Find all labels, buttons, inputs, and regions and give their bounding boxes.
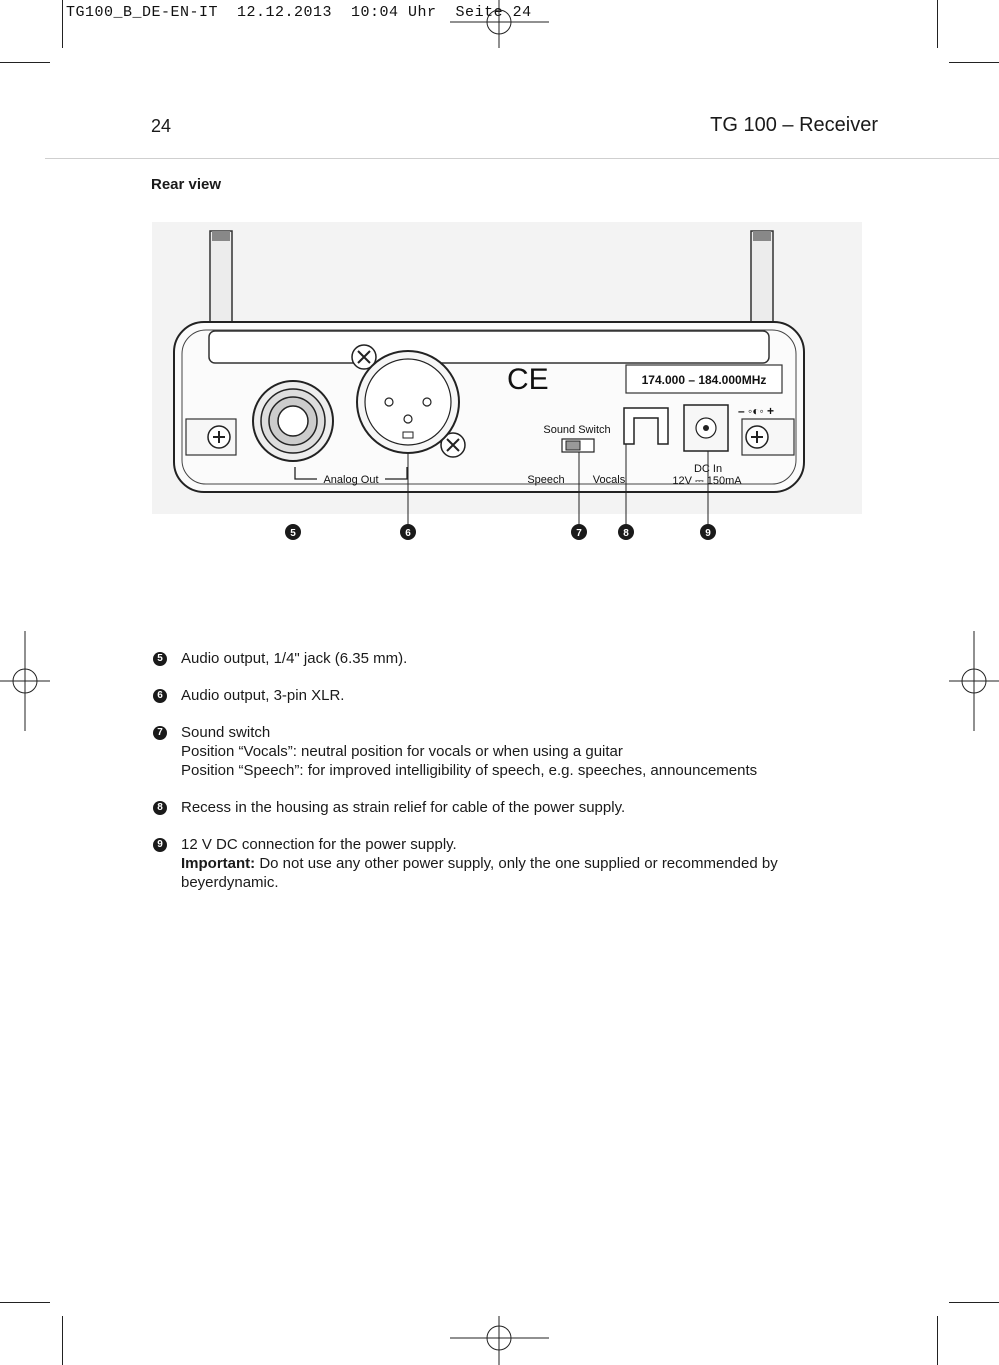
dc-rating-label: 12V ⎓ 150mA bbox=[672, 475, 742, 487]
item-number-badge: 8 bbox=[153, 801, 167, 815]
callout-6: 6 bbox=[405, 528, 411, 539]
item-list: 5 Audio output, 1/4" jack (6.35 mm). 6 A… bbox=[151, 649, 871, 910]
callout-badges: 5 6 7 8 9 bbox=[285, 524, 716, 540]
header-rule bbox=[45, 158, 999, 159]
item-text: Audio output, 1/4" jack (6.35 mm). bbox=[181, 650, 408, 667]
ce-mark-icon: CE bbox=[507, 363, 549, 396]
item-text: Position “Vocals”: neutral position for … bbox=[181, 743, 623, 760]
item-text: Audio output, 3-pin XLR. bbox=[181, 687, 345, 704]
important-label: Important: bbox=[181, 855, 256, 872]
item-text: 12 V DC connection for the power supply. bbox=[181, 836, 457, 853]
list-item: 8 Recess in the housing as strain relief… bbox=[151, 798, 871, 817]
print-slug: TG100_B_DE-EN-IT 12.12.2013 10:04 Uhr Se… bbox=[66, 4, 532, 21]
frequency-label-box bbox=[625, 364, 783, 394]
cable-recess-icon bbox=[623, 407, 669, 445]
xlr-output-icon bbox=[351, 344, 466, 458]
callout-5: 5 bbox=[290, 528, 296, 539]
list-item: 9 12 V DC connection for the power suppl… bbox=[151, 835, 871, 892]
analog-out-label: Analog Out bbox=[323, 474, 378, 486]
callout-8: 8 bbox=[623, 528, 629, 539]
page-number: 24 bbox=[151, 116, 172, 136]
item-number-badge: 6 bbox=[153, 689, 167, 703]
frequency-label: 174.000 – 184.000MHz bbox=[642, 373, 767, 387]
jack-output-icon bbox=[252, 380, 334, 462]
top-recess bbox=[208, 330, 770, 364]
item-number-badge: 9 bbox=[153, 838, 167, 852]
speech-label: Speech bbox=[527, 474, 564, 486]
antenna-left-icon bbox=[209, 230, 233, 332]
item-number-badge: 5 bbox=[153, 652, 167, 666]
list-item: 5 Audio output, 1/4" jack (6.35 mm). bbox=[151, 649, 871, 668]
item-number-badge: 7 bbox=[153, 726, 167, 740]
vocals-label: Vocals bbox=[593, 474, 626, 486]
housing-inner-line bbox=[181, 329, 797, 485]
item-text: Sound switch bbox=[181, 724, 271, 741]
section-title: Rear view bbox=[151, 176, 222, 193]
receiver-rear-view-figure: CE 174.000 – 184.000MHz Sound Switch – ◦… bbox=[152, 222, 862, 540]
item-text: Position “Speech”: for improved intellig… bbox=[181, 762, 758, 779]
item-text: Important: Do not use any other power su… bbox=[181, 854, 871, 873]
sound-switch-label: Sound Switch bbox=[543, 424, 610, 436]
callout-9: 9 bbox=[705, 528, 711, 539]
list-item: 6 Audio output, 3-pin XLR. bbox=[151, 686, 871, 705]
item-text: Recess in the housing as strain relief f… bbox=[181, 799, 626, 816]
polarity-symbol: – ◦◐◦ + bbox=[738, 404, 774, 418]
antenna-right-icon bbox=[750, 230, 774, 332]
callout-7: 7 bbox=[576, 528, 582, 539]
item-text: beyerdynamic. bbox=[181, 874, 279, 891]
list-item: 7 Sound switch Position “Vocals”: neutra… bbox=[151, 723, 871, 780]
running-header: TG 100 – Receiver bbox=[710, 114, 878, 136]
important-text: Do not use any other power supply, only … bbox=[255, 855, 778, 872]
